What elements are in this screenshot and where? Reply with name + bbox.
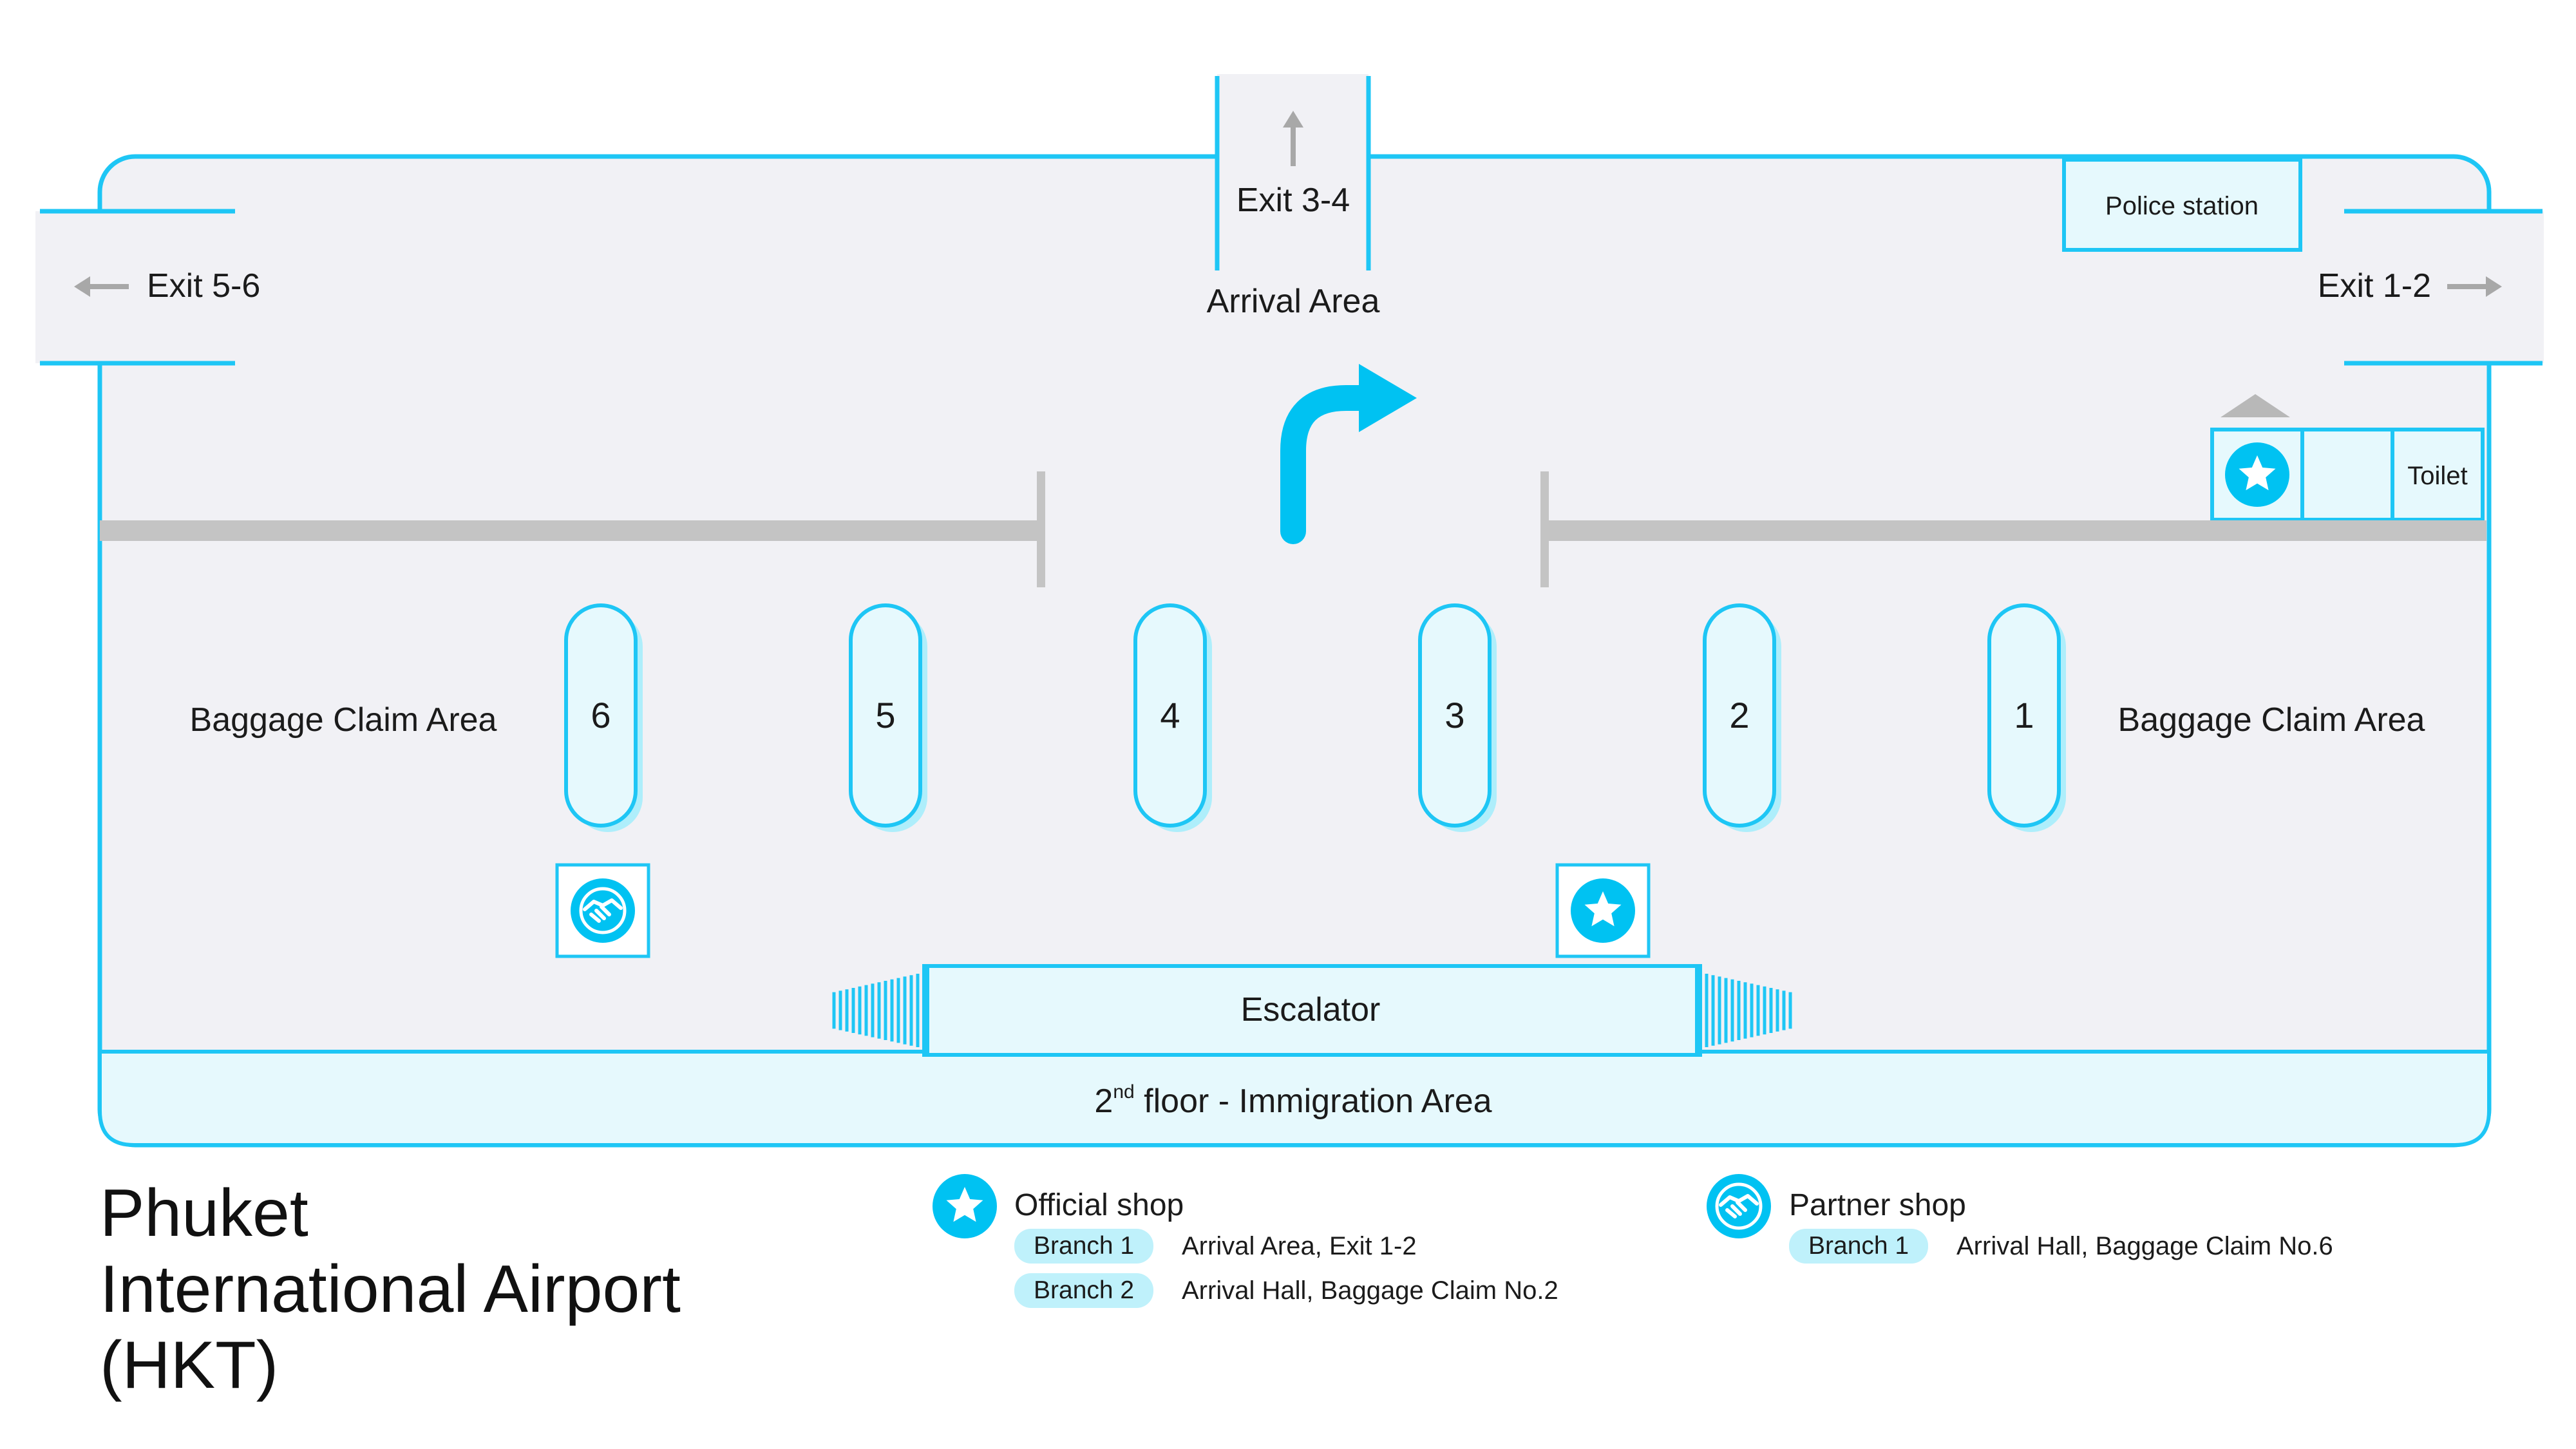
turn-right-arrow-icon [1280, 385, 1385, 544]
handshake-icon [571, 878, 635, 943]
exit-3-4-label: Exit 3-4 [1236, 182, 1350, 219]
official-shop-label: Official shop [1014, 1188, 1184, 1222]
toilet[interactable] [2391, 428, 2485, 522]
escalator-label: Escalator [1241, 991, 1381, 1028]
handshake-icon [1703, 1171, 1774, 1242]
carousel-4[interactable]: 4 [1133, 603, 1212, 832]
star-icon [1571, 878, 1635, 943]
branch-location: Arrival Hall, Baggage Claim No.6 [1956, 1232, 2333, 1260]
escalator-steps-left [832, 974, 920, 1047]
escalator-steps-right [1705, 974, 1792, 1047]
carousel-3[interactable]: 3 [1418, 603, 1497, 832]
exit-1-2-corridor[interactable] [2344, 211, 2544, 363]
title-line: Phuket [100, 1176, 308, 1251]
official-shop-marker[interactable] [1555, 863, 1651, 958]
toilet-direction-icon [2221, 394, 2290, 417]
police-station[interactable] [2062, 158, 2302, 252]
branch-tag: Branch 2 [1014, 1273, 1154, 1308]
page-title: Phuket International Airport (HKT) [100, 1175, 681, 1403]
police-station-label: Police station [2105, 192, 2259, 220]
carousel-5[interactable]: 5 [849, 603, 927, 832]
exit-5-6-corridor[interactable] [35, 211, 235, 363]
title-line: International Airport [100, 1252, 681, 1327]
branch-tag: Branch 1 [1014, 1229, 1154, 1264]
carousel-6[interactable]: 6 [564, 603, 643, 832]
carousel-number: 1 [2014, 695, 2034, 735]
star-icon [933, 1174, 997, 1238]
arrival-area-label: Arrival Area [1207, 283, 1380, 320]
branch-location: Arrival Hall, Baggage Claim No.2 [1182, 1276, 1558, 1305]
baggage-claim-left-label: Baggage Claim Area [190, 701, 497, 739]
carousel-2[interactable]: 2 [1703, 603, 1781, 832]
branch-location: Arrival Area, Exit 1-2 [1182, 1232, 1417, 1260]
amenity-box [2300, 428, 2394, 522]
immigration-area [98, 1050, 2491, 1147]
wall-post-right [1540, 471, 1549, 587]
title-line: (HKT) [100, 1328, 279, 1403]
wall-post-left [1037, 471, 1045, 587]
partner-shop-label: Partner shop [1789, 1188, 1966, 1222]
partner-shop-marker[interactable] [555, 863, 650, 958]
carousel-number: 2 [1729, 695, 1749, 735]
partition-wall-left [100, 520, 1041, 541]
exit-1-2-label: Exit 1-2 [2318, 267, 2431, 305]
exit-5-6-label: Exit 5-6 [147, 267, 260, 305]
carousel-number: 5 [875, 695, 895, 735]
baggage-claim-right-label: Baggage Claim Area [2118, 701, 2425, 739]
carousel-number: 6 [591, 695, 611, 735]
carousel-number: 4 [1160, 695, 1180, 735]
toilet-label: Toilet [2407, 462, 2467, 490]
carousel-number: 3 [1444, 695, 1464, 735]
carousel-1[interactable]: 1 [1987, 603, 2066, 832]
star-icon [2225, 442, 2289, 507]
immigration-label: 2nd floor - Immigration Area [1094, 1081, 1492, 1120]
partition-wall-right [1544, 520, 2486, 541]
branch-tag: Branch 1 [1789, 1229, 1929, 1264]
